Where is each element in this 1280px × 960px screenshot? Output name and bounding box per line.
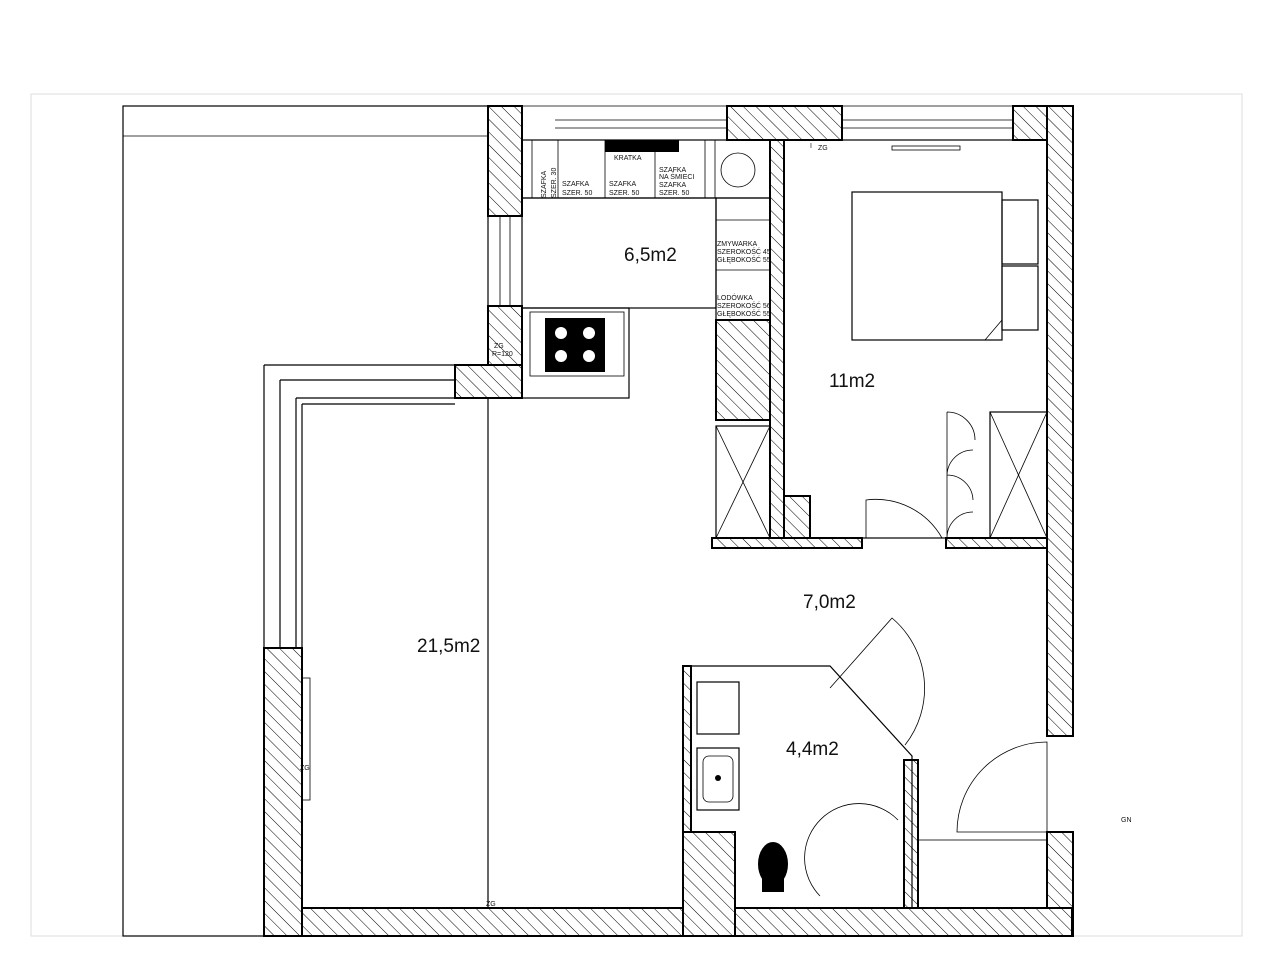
bathroom-fixtures <box>690 617 1048 909</box>
marker-zg-floor: ZG <box>486 901 496 908</box>
cooktop <box>545 318 605 372</box>
room-area-hall: 7,0m2 <box>803 592 856 613</box>
balcony-outline <box>122 105 489 937</box>
label-lodowka-line3: GŁĘBOKOŚĆ 55 <box>717 309 771 318</box>
label-szafka-30-line2: SZER. 30 <box>551 168 558 198</box>
marker-zg-radius: R=120 <box>492 351 513 358</box>
label-szafka-50c-line2: SZER. 50 <box>609 190 639 197</box>
label-szafka-50-line1: SZAFKA <box>562 181 590 188</box>
marker-gn: GN <box>1121 817 1132 824</box>
kitchen-counter <box>521 139 771 399</box>
marker-zg-living-wall: ZG <box>300 765 310 772</box>
label-smieci-line3: SZAFKA <box>659 182 687 189</box>
kitchen-window <box>487 216 511 306</box>
label-lodowka-line1: LODÓWKA <box>717 293 753 302</box>
room-area-bedroom: 11m2 <box>829 371 875 392</box>
walls <box>263 105 1074 937</box>
marker-zg-bedroom: ZG <box>818 145 828 152</box>
label-zmywarka-line3: GŁĘBOKOŚĆ 55 <box>717 255 771 264</box>
label-szafka-50-line2: SZER. 50 <box>562 190 592 197</box>
top-windows <box>522 105 1013 129</box>
marker-bedroom-tick: I <box>810 143 812 150</box>
label-szafka-30-line1: SZAFKA <box>541 170 548 198</box>
bedroom-furniture <box>783 139 1048 539</box>
label-lodowka-line2: SZEROKOŚĆ 56 <box>717 301 771 310</box>
label-kratka: KRATKA <box>614 155 642 162</box>
room-area-living: 21,5m2 <box>417 636 480 657</box>
label-smieci-line2: NA ŚMIECI <box>659 172 694 181</box>
hall-wardrobe <box>715 425 771 539</box>
label-szafka-50c-line1: SZAFKA <box>609 181 637 188</box>
label-zmywarka-line2: SZEROKOŚĆ 45 <box>717 247 771 256</box>
marker-zg-kitchen: ZG <box>494 343 504 350</box>
living-window <box>263 364 455 801</box>
room-area-kitchen: 6,5m2 <box>624 245 677 266</box>
label-smieci-line1: SZAFKA <box>659 167 687 174</box>
room-area-bathroom: 4,4m2 <box>786 739 839 760</box>
label-zmywarka-line1: ZMYWARKA <box>717 241 758 248</box>
label-smieci-line4: SZER. 50 <box>659 190 689 197</box>
